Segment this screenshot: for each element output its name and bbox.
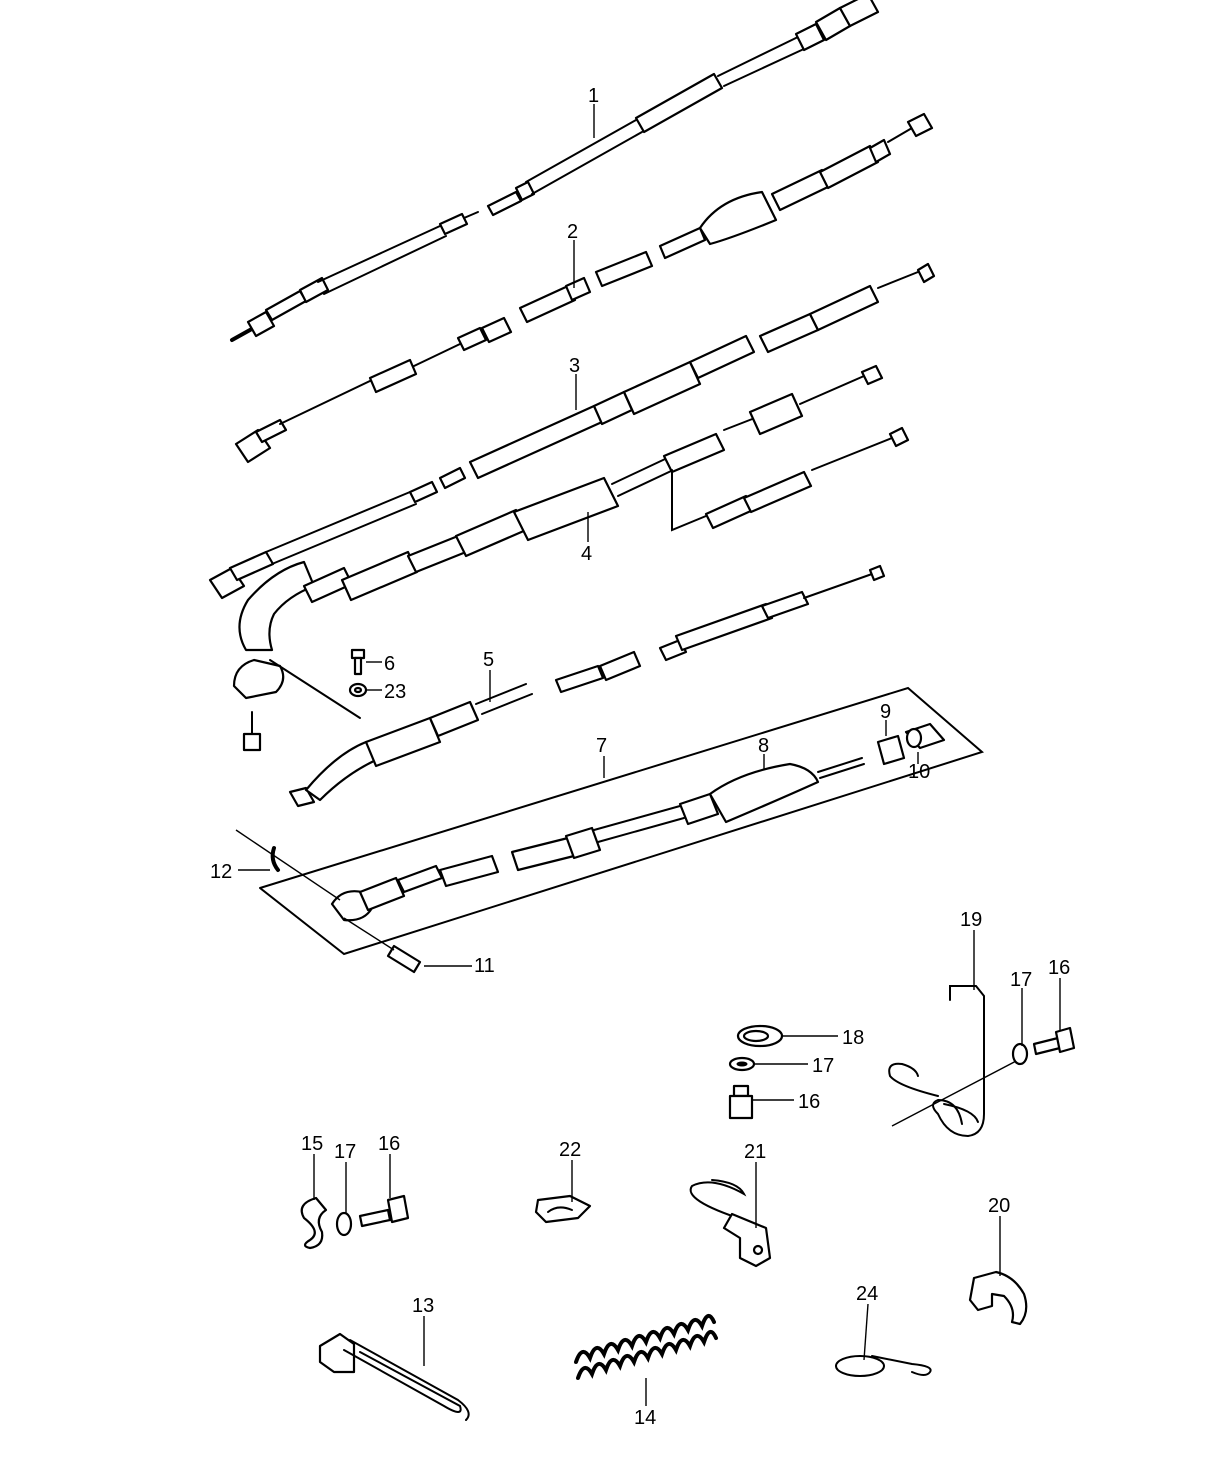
label-16-mid: 16 bbox=[798, 1091, 820, 1113]
spring-14 bbox=[574, 1314, 718, 1380]
cable-7 bbox=[330, 792, 720, 922]
label-3: 3 bbox=[569, 355, 580, 377]
part-labels: 1 2 3 4 5 6 23 7 8 9 10 11 12 19 17 16 1… bbox=[210, 85, 1070, 1429]
spring-clip-24 bbox=[835, 1355, 932, 1377]
clip-18 bbox=[736, 1024, 784, 1048]
nut-9 bbox=[876, 734, 906, 766]
label-18: 18 bbox=[842, 1027, 864, 1049]
bracket-13 bbox=[318, 1332, 470, 1421]
label-21: 21 bbox=[744, 1141, 766, 1163]
label-4: 4 bbox=[581, 543, 592, 565]
label-17-left: 17 bbox=[334, 1141, 356, 1163]
label-8: 8 bbox=[758, 735, 769, 757]
bolt-16-left bbox=[358, 1194, 410, 1228]
label-17-right: 17 bbox=[1010, 969, 1032, 991]
label-16-right: 16 bbox=[1048, 957, 1070, 979]
washer-17-mid bbox=[728, 1056, 756, 1072]
label-1: 1 bbox=[588, 85, 599, 107]
bolt-6 bbox=[350, 648, 366, 676]
label-13: 13 bbox=[412, 1295, 434, 1317]
label-2: 2 bbox=[567, 221, 578, 243]
washer-17-left bbox=[335, 1211, 353, 1237]
label-7: 7 bbox=[596, 735, 607, 757]
clamp-22 bbox=[534, 1194, 592, 1224]
kit-box-7 bbox=[259, 686, 985, 956]
wire-guide-19 bbox=[888, 985, 1019, 1138]
cable-4 bbox=[232, 364, 910, 752]
label-19: 19 bbox=[960, 909, 982, 931]
label-10: 10 bbox=[908, 761, 930, 783]
label-15: 15 bbox=[301, 1133, 323, 1155]
boot-8 bbox=[708, 757, 865, 824]
label-22: 22 bbox=[559, 1139, 581, 1161]
cable-3 bbox=[208, 262, 936, 600]
label-5: 5 bbox=[483, 649, 494, 671]
label-17-mid: 17 bbox=[812, 1055, 834, 1077]
label-12: 12 bbox=[210, 861, 232, 883]
pin-11 bbox=[343, 917, 422, 974]
washer-23 bbox=[348, 682, 368, 698]
cotter-pin-12 bbox=[235, 829, 341, 901]
adjuster-10 bbox=[904, 722, 946, 750]
cable-2 bbox=[234, 112, 934, 464]
bolt-16-right bbox=[1032, 1026, 1076, 1056]
label-6: 6 bbox=[384, 653, 395, 675]
label-24: 24 bbox=[856, 1283, 878, 1305]
clip-15 bbox=[300, 1196, 328, 1250]
cable-5 bbox=[288, 564, 886, 808]
label-20: 20 bbox=[988, 1195, 1010, 1217]
label-16-left: 16 bbox=[378, 1133, 400, 1155]
label-9: 9 bbox=[880, 701, 891, 723]
label-11: 11 bbox=[474, 955, 495, 977]
label-14: 14 bbox=[634, 1407, 656, 1429]
clamp-20 bbox=[968, 1270, 1028, 1326]
leader-lines bbox=[238, 104, 1061, 1406]
washer-17-right bbox=[1011, 1042, 1029, 1066]
label-23: 23 bbox=[384, 681, 406, 703]
bracket-21 bbox=[689, 1179, 772, 1268]
cable-1-speedometer bbox=[230, 0, 880, 342]
bolt-16-mid bbox=[728, 1084, 754, 1120]
